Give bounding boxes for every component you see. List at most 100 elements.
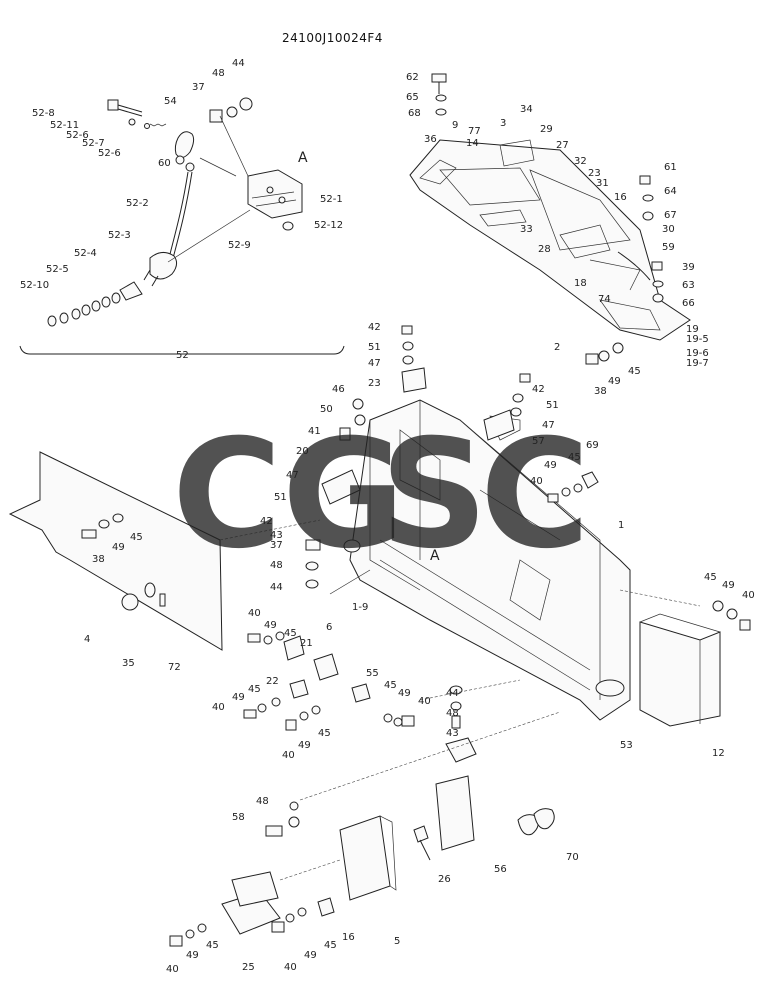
part-label: 16 xyxy=(342,932,355,943)
watermark-letter-4: C xyxy=(480,408,590,582)
part-label: 20 xyxy=(296,446,309,457)
part-label: 52-11 xyxy=(50,120,79,131)
part-label: 40 xyxy=(248,608,261,619)
part-label: 14 xyxy=(466,138,479,149)
part-label: 19-5 xyxy=(686,334,709,345)
module-56 xyxy=(435,775,475,851)
part-label: 47 xyxy=(368,358,381,369)
part-label: 42 xyxy=(368,322,381,333)
part-label: 47 xyxy=(542,420,555,431)
part-label: 62 xyxy=(406,72,419,83)
part-label: 52-5 xyxy=(46,264,69,275)
part-label: 23 xyxy=(368,378,381,389)
part-label: 50 xyxy=(320,404,333,415)
part-label: 57 xyxy=(532,436,545,447)
part-label: 1 xyxy=(618,520,624,531)
part-label: 60 xyxy=(158,158,171,169)
part-label: 49 xyxy=(544,460,557,471)
lever-assembly-group xyxy=(19,97,345,355)
part-label: 3 xyxy=(500,118,506,129)
part-label: 49 xyxy=(186,950,199,961)
lever-knob xyxy=(174,131,195,158)
part-label: 6 xyxy=(326,622,332,633)
part-label: 19-7 xyxy=(686,358,709,369)
part-label: 54 xyxy=(164,96,177,107)
part-label: 51 xyxy=(546,400,559,411)
part-label: 52-6 xyxy=(66,130,89,141)
part-label: 52-7 xyxy=(82,138,105,149)
part-label: 64 xyxy=(664,186,677,197)
part-label: 49 xyxy=(304,950,317,961)
view-marker-a-2: A xyxy=(430,548,440,564)
part-label: 18 xyxy=(574,278,587,289)
part-label: 2 xyxy=(554,342,560,353)
part-label: 69 xyxy=(586,440,599,451)
part-label: 52-10 xyxy=(20,280,49,291)
lever-rod xyxy=(167,171,189,263)
part-label: 30 xyxy=(662,224,675,235)
part-label: 45 xyxy=(704,572,717,583)
part-label: 72 xyxy=(168,662,181,673)
part-label: 21 xyxy=(300,638,313,649)
part-label: 9 xyxy=(452,120,458,131)
part-label: 25 xyxy=(242,962,255,973)
lever-grip xyxy=(149,252,178,280)
part-label: 42 xyxy=(532,384,545,395)
bracket-5 xyxy=(339,815,391,901)
part-label: 49 xyxy=(298,740,311,751)
part-label: 74 xyxy=(598,294,611,305)
part-label: 4 xyxy=(84,634,90,645)
part-label: 45 xyxy=(318,728,331,739)
part-label: 44 xyxy=(270,582,283,593)
part-label: 40 xyxy=(166,964,179,975)
part-label: 40 xyxy=(742,590,755,601)
part-label: 52-6 xyxy=(98,148,121,159)
part-label: 61 xyxy=(664,162,677,173)
part-label: 43 xyxy=(446,728,459,739)
part-label: 23 xyxy=(588,168,601,179)
part-label: 28 xyxy=(538,244,551,255)
console-frame xyxy=(409,139,691,341)
watermark-letter-1: C xyxy=(172,408,282,582)
part-label: 37 xyxy=(192,82,205,93)
part-label: 66 xyxy=(682,298,695,309)
part-label: 48 xyxy=(270,560,283,571)
part-label: 49 xyxy=(112,542,125,553)
part-label: 52-1 xyxy=(320,194,343,205)
part-label: 40 xyxy=(282,750,295,761)
part-label: 44 xyxy=(232,58,245,69)
part-label: 40 xyxy=(212,702,225,713)
part-label: 33 xyxy=(520,224,533,235)
part-label: 53 xyxy=(620,740,633,751)
part-label: 45 xyxy=(206,940,219,951)
part-label: 49 xyxy=(722,580,735,591)
part-label: 49 xyxy=(398,688,411,699)
part-label: 38 xyxy=(594,386,607,397)
part-label: 58 xyxy=(232,812,245,823)
part-labels: 52-852-1152-652-752-6543748446052-152-12… xyxy=(20,58,755,975)
part-label: 48 xyxy=(212,68,225,79)
lever-bracket xyxy=(247,169,303,219)
part-label: 16 xyxy=(614,192,627,203)
part-label: 5 xyxy=(394,936,400,947)
part-label: 19 xyxy=(686,324,699,335)
part-label: 55 xyxy=(366,668,379,679)
part-label: 45 xyxy=(130,532,143,543)
part-label: 45 xyxy=(284,628,297,639)
part-label: 70 xyxy=(566,852,579,863)
part-label: 56 xyxy=(494,864,507,875)
bolt-52-8 xyxy=(107,99,119,111)
part-label: 32 xyxy=(574,156,587,167)
part-label: 44 xyxy=(446,688,459,699)
part-label: 52-12 xyxy=(314,220,343,231)
part-label: 47 xyxy=(286,470,299,481)
watermark-logo: C G S C xyxy=(172,408,590,582)
part-label: 67 xyxy=(664,210,677,221)
part-label: 39 xyxy=(682,262,695,273)
part-label: 59 xyxy=(662,242,675,253)
view-marker-a: A xyxy=(298,150,308,166)
part-label: 52-4 xyxy=(74,248,97,259)
part-label: 29 xyxy=(540,124,553,135)
control-box xyxy=(639,621,721,727)
